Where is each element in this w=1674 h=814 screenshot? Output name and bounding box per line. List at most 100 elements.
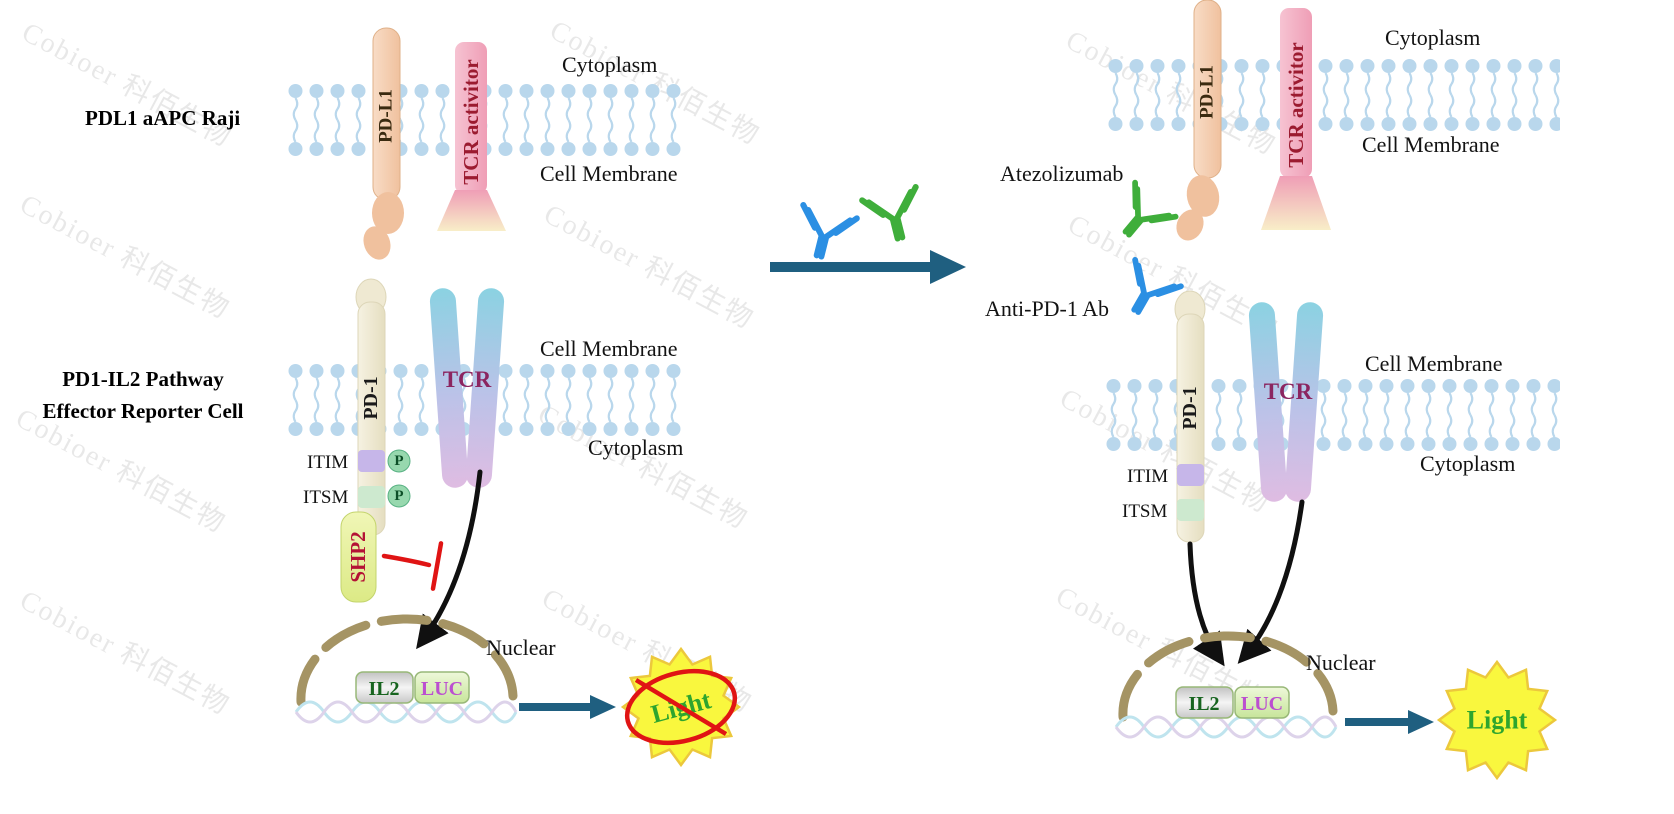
nuclear-label: Nuclear xyxy=(1306,650,1376,675)
atezolizumab-antibody-icon xyxy=(862,187,927,245)
cytoplasm-label: Cytoplasm xyxy=(562,52,657,77)
il2-gene: IL2 xyxy=(355,671,414,704)
pdl1-domain xyxy=(1176,209,1204,241)
tcr-chain xyxy=(429,288,469,488)
result-arrow-left xyxy=(519,695,616,719)
luc-label: LUC xyxy=(1241,693,1283,715)
tcr-signal-arrow xyxy=(416,469,483,650)
itim-motif-site xyxy=(1177,464,1204,486)
pdl1-domain xyxy=(363,226,391,260)
luc-label: LUC xyxy=(421,678,463,700)
cell-membrane-label: Cell Membrane xyxy=(540,336,677,361)
luc-gene: LUC xyxy=(1234,686,1290,719)
watermark-text: Cobioer 科佰生物 xyxy=(17,16,238,154)
luc-gene: LUC xyxy=(414,671,470,704)
tcr-receptor: TCR xyxy=(1248,302,1324,502)
cytoplasm-label: Cytoplasm xyxy=(1420,451,1515,476)
tcr-receptor: TCR xyxy=(429,288,505,488)
no-light-signal: Light xyxy=(621,647,741,767)
arrow-head xyxy=(930,250,966,284)
phospho-itsm: P xyxy=(387,484,411,508)
il2-box xyxy=(1175,686,1234,719)
nuclear-label: Nuclear xyxy=(486,635,556,660)
dna-helix xyxy=(1114,715,1338,739)
light-label: Light xyxy=(1467,706,1528,735)
tcr-activator-label: TCR activitor xyxy=(459,59,483,184)
reporter-cell-left: Cell Membrane Cytoplasm PD1-IL2 Pathway … xyxy=(43,278,741,767)
pd1-label: PD-1 xyxy=(1179,386,1201,429)
phospho-itim: P xyxy=(387,449,411,473)
watermark-text: Cobioer 科佰生物 xyxy=(15,584,236,722)
membrane-bilayer xyxy=(1103,377,1560,453)
tcr-signal-arrow xyxy=(1237,499,1305,664)
cytoplasm-label: Cytoplasm xyxy=(588,435,683,460)
itsm-label: ITSM xyxy=(303,487,349,508)
activator-stalk xyxy=(1280,8,1312,178)
tcr-activator-label: TCR activitor xyxy=(1284,42,1308,167)
pd1-protein: PD-1 xyxy=(355,278,387,536)
itsm-motif-site xyxy=(358,486,385,508)
cell-membrane-band xyxy=(1103,377,1560,453)
tcr-chain xyxy=(465,288,505,488)
phospho-label: P xyxy=(394,453,403,469)
treatment-arrow xyxy=(770,187,966,284)
light-signal: Light xyxy=(1437,660,1557,780)
arrow-head xyxy=(590,695,616,719)
apc-cell-left: Cytoplasm Cell Membrane PDL1 aAPC Raji P… xyxy=(85,27,681,260)
atezolizumab-label: Atezolizumab xyxy=(1000,161,1123,186)
apc-cell-right: Cytoplasm Cell Membrane PD-L1 TCR activi… xyxy=(985,0,1560,324)
pdl1-protein: PD-L1 xyxy=(363,27,404,260)
phospho-circle xyxy=(387,484,411,508)
arrow-head xyxy=(1408,710,1434,734)
tcr-label: TCR xyxy=(443,367,492,392)
phospho-circle xyxy=(387,449,411,473)
il2-box xyxy=(355,671,414,704)
activator-flare xyxy=(437,190,506,231)
watermark-text: Cobioer 科佰生物 xyxy=(539,198,760,336)
apc-cell-name: PDL1 aAPC Raji xyxy=(85,106,240,130)
shp2-label: SHP2 xyxy=(346,531,370,582)
watermark-text: Cobioer 科佰生物 xyxy=(15,188,236,326)
pdl1-protein: PD-L1 xyxy=(1176,0,1222,241)
tcr-chain xyxy=(1248,302,1288,502)
nuclear-envelope xyxy=(1118,631,1338,722)
cell-membrane-label: Cell Membrane xyxy=(540,161,677,186)
il2-gene: IL2 xyxy=(1175,686,1234,719)
itsm-label: ITSM xyxy=(1122,501,1168,522)
reporter-cell-name-line2: Effector Reporter Cell xyxy=(43,399,244,423)
pd1-label: PD-1 xyxy=(360,376,382,419)
tcr-activator-protein: TCR activitor xyxy=(437,42,506,231)
activator-flare xyxy=(1261,176,1331,230)
dna-strand xyxy=(294,700,518,724)
shp2-inhibition xyxy=(381,541,444,591)
shp2-body xyxy=(340,511,377,603)
il2-label: IL2 xyxy=(1188,693,1219,715)
phospho-label: P xyxy=(394,488,403,504)
pd1-signal-arrow xyxy=(1187,541,1225,667)
itim-label: ITIM xyxy=(307,452,348,473)
anti-pd1-antibody-icon xyxy=(792,205,857,263)
nuclear-envelope xyxy=(296,614,518,707)
inhibition-tbar xyxy=(430,541,444,591)
prohibition-slash xyxy=(634,678,728,736)
il2-label: IL2 xyxy=(368,678,399,700)
dna-helix xyxy=(294,700,518,724)
tcr-activator-protein: TCR activitor xyxy=(1261,8,1331,230)
itim-motif-site xyxy=(358,450,385,472)
membrane-bilayer xyxy=(1105,57,1560,133)
luc-box xyxy=(414,671,470,704)
itsm-motif-site xyxy=(1177,499,1204,521)
itim-label: ITIM xyxy=(1127,466,1168,487)
shp2-protein: SHP2 xyxy=(340,511,377,603)
inhibition-line xyxy=(381,553,432,568)
cell-membrane-label: Cell Membrane xyxy=(1362,132,1499,157)
tcr-chain xyxy=(1284,302,1324,502)
pdl1-domain xyxy=(372,192,404,234)
anti-pd1-ab-label: Anti-PD-1 Ab xyxy=(985,296,1109,321)
cytoplasm-label: Cytoplasm xyxy=(1385,25,1480,50)
pdl1-label: PD-L1 xyxy=(1197,65,1218,119)
dna-strand xyxy=(1114,715,1338,739)
reporter-cell-name-line1: PD1-IL2 Pathway xyxy=(62,367,224,391)
